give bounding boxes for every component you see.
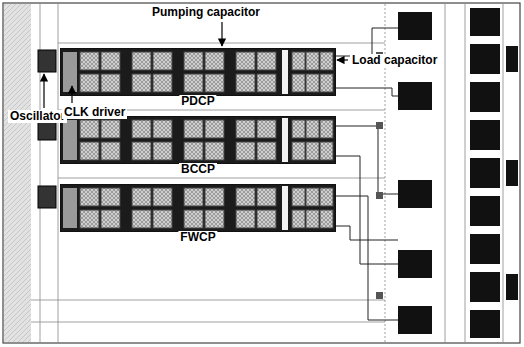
pumping-capacitor — [205, 120, 224, 138]
pumping-capacitor — [205, 74, 224, 92]
separator — [282, 186, 288, 230]
pump-block — [38, 116, 336, 164]
load-capacitor — [306, 210, 319, 228]
pumping-capacitor — [205, 142, 224, 160]
block-name: BCCP — [179, 163, 217, 176]
left-strip — [4, 4, 31, 342]
pumping-capacitor — [236, 188, 255, 206]
oscillator-cell — [38, 186, 56, 208]
pumping-capacitor — [236, 74, 255, 92]
pumping-capacitor — [184, 210, 203, 228]
pumping-capacitor — [205, 210, 224, 228]
die-frame — [3, 3, 520, 343]
pumping-capacitor — [205, 188, 224, 206]
pumping-capacitor — [101, 74, 120, 92]
pump-block: BCCP — [60, 116, 336, 164]
block-name: PDCP — [179, 95, 216, 108]
block-ground — [60, 48, 336, 96]
pumping-capacitor — [132, 120, 151, 138]
pumping-capacitor — [132, 52, 151, 70]
clk-driver-cell — [63, 120, 77, 160]
separator — [282, 50, 288, 94]
load-capacitor — [306, 74, 319, 92]
routing-lines — [31, 4, 503, 342]
pumping-capacitor — [236, 120, 255, 138]
pumping-capacitor — [153, 210, 172, 228]
pumping-capacitor — [153, 188, 172, 206]
load-capacitor — [320, 120, 333, 138]
pumping-capacitor — [184, 52, 203, 70]
pumping-capacitor — [184, 142, 203, 160]
pumping-capacitor — [153, 52, 172, 70]
clk-driver-cell — [63, 188, 77, 228]
pump-block: PDCP — [60, 48, 336, 96]
part-label: Load capacitor — [350, 54, 439, 67]
pumping-capacitor — [153, 74, 172, 92]
pumping-capacitor — [236, 142, 255, 160]
pumping-capacitor — [184, 74, 203, 92]
load-capacitor — [320, 74, 333, 92]
pumping-capacitor — [101, 120, 120, 138]
pumping-capacitor — [257, 142, 276, 160]
load-capacitor — [306, 142, 319, 160]
pumping-capacitor — [184, 120, 203, 138]
pumping-capacitor — [80, 188, 99, 206]
block-ground — [60, 184, 336, 232]
load-capacitor — [292, 210, 305, 228]
pumping-capacitor — [101, 210, 120, 228]
part-label: Pumping capacitor — [150, 6, 262, 19]
pumping-capacitor — [101, 142, 120, 160]
pumping-capacitor — [132, 74, 151, 92]
block-ground — [60, 116, 336, 164]
leader-arrows — [44, 22, 348, 108]
clk-driver-cell — [63, 52, 77, 92]
load-capacitor — [306, 52, 319, 70]
pumping-capacitor — [80, 210, 99, 228]
pumping-capacitor — [80, 120, 99, 138]
load-capacitor — [292, 120, 305, 138]
pumping-capacitor — [101, 52, 120, 70]
load-capacitor — [306, 188, 319, 206]
pumping-capacitor — [184, 188, 203, 206]
charge-pump-cells — [38, 48, 336, 232]
part-label: Oscillator — [8, 110, 67, 123]
load-capacitor — [320, 142, 333, 160]
pumping-capacitor — [236, 210, 255, 228]
pumping-capacitor — [257, 74, 276, 92]
load-capacitor — [292, 74, 305, 92]
load-capacitor — [306, 120, 319, 138]
load-capacitor — [320, 188, 333, 206]
pumping-capacitor — [132, 210, 151, 228]
load-capacitor — [292, 52, 305, 70]
pump-block: FWCP — [60, 184, 336, 232]
oscillator-cell — [38, 50, 56, 72]
load-capacitor — [320, 52, 333, 70]
pumping-capacitor — [101, 188, 120, 206]
pumping-capacitor — [236, 52, 255, 70]
pumping-capacitor — [257, 210, 276, 228]
pumping-capacitor — [132, 188, 151, 206]
pumping-capacitor — [257, 188, 276, 206]
load-capacitor — [292, 188, 305, 206]
output-wires — [335, 28, 398, 320]
load-capacitor — [292, 142, 305, 160]
pumping-capacitor — [153, 120, 172, 138]
pumping-capacitor — [80, 142, 99, 160]
part-label: CLK driver — [62, 106, 127, 119]
pumping-capacitor — [257, 120, 276, 138]
pumping-capacitor — [205, 52, 224, 70]
load-capacitor — [320, 210, 333, 228]
pumping-capacitor — [153, 142, 172, 160]
small-vias — [376, 52, 383, 299]
pumping-capacitor — [80, 52, 99, 70]
pumping-capacitor — [132, 142, 151, 160]
pump-block — [38, 48, 336, 96]
pump-block — [38, 184, 336, 232]
separator — [282, 118, 288, 162]
block-name: FWCP — [178, 231, 217, 244]
pumping-capacitor — [257, 52, 276, 70]
pumping-capacitor — [80, 74, 99, 92]
